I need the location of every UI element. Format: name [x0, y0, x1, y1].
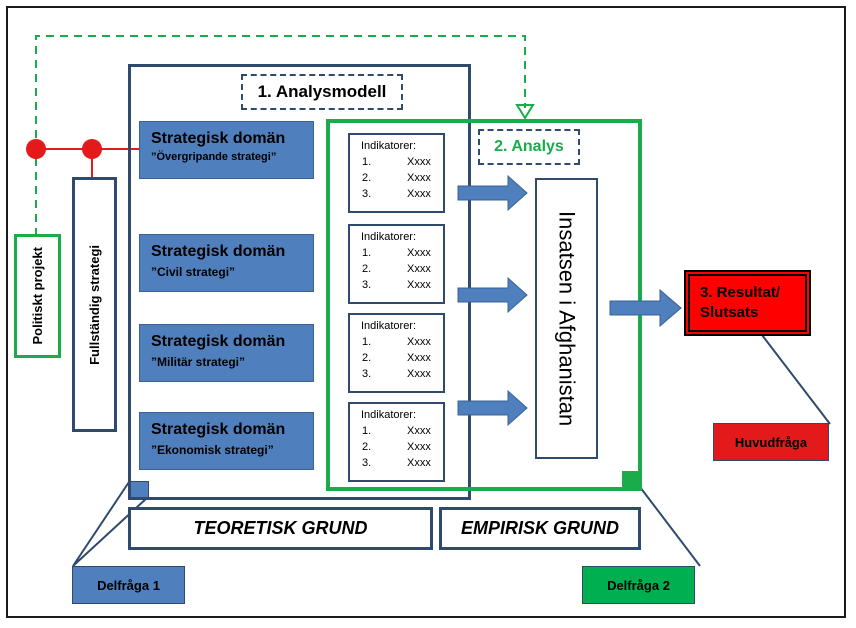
- arrow-right-icon: [609, 288, 682, 328]
- indicator-value: Xxxx: [407, 263, 431, 275]
- domain-subtitle: ”Militär strategi”: [151, 355, 246, 369]
- politiskt-projekt-box: Politiskt projekt: [14, 234, 61, 358]
- analys-corner-marker: [622, 471, 638, 487]
- indicator-row: 1. Xxxx: [350, 334, 443, 350]
- indicator-num: 1.: [362, 425, 372, 437]
- indicator-row: 2. Xxxx: [350, 261, 443, 277]
- empirisk-grund-label: EMPIRISK GRUND: [460, 518, 619, 538]
- delfraga2-box: Delfråga 2: [582, 566, 695, 604]
- indicator-value: Xxxx: [407, 352, 431, 364]
- indicator-box: Indikatorer: 1. Xxxx 2. Xxxx 3. Xxxx: [348, 402, 445, 482]
- indicator-value: Xxxx: [407, 188, 431, 200]
- delfraga1-label: Delfråga 1: [97, 577, 160, 593]
- indicator-value: Xxxx: [407, 247, 431, 259]
- indicator-value: Xxxx: [407, 336, 431, 348]
- indicator-row: 1. Xxxx: [350, 245, 443, 261]
- indicator-num: 3.: [362, 368, 372, 380]
- indicator-header: Indikatorer:: [361, 409, 417, 421]
- indicator-row: 2. Xxxx: [350, 170, 443, 186]
- empirisk-grund-box: EMPIRISK GRUND: [439, 507, 641, 550]
- red-dot-fullstandig: [82, 139, 102, 159]
- indicator-row: 1. Xxxx: [350, 423, 443, 439]
- indicator-value: Xxxx: [407, 172, 431, 184]
- indicator-row: 3. Xxxx: [350, 277, 443, 293]
- indicator-num: 3.: [362, 457, 372, 469]
- arrow-right-icon: [457, 389, 528, 427]
- indicator-value: Xxxx: [407, 457, 431, 469]
- analysmodell-label-box: 1. Analysmodell: [241, 74, 403, 110]
- teoretisk-grund-box: TEORETISK GRUND: [128, 507, 433, 550]
- indicator-row: 3. Xxxx: [350, 186, 443, 202]
- indicator-row: 3. Xxxx: [350, 455, 443, 471]
- teoretisk-grund-label: TEORETISK GRUND: [193, 518, 368, 538]
- domain-box-overgripande: Strategisk domän ”Övergripande strategi”: [139, 121, 314, 179]
- indicator-box: Indikatorer: 1. Xxxx 2. Xxxx 3. Xxxx: [348, 133, 445, 213]
- indicator-num: 2.: [362, 263, 372, 275]
- domain-subtitle: ”Övergripande strategi”: [151, 151, 277, 163]
- delfraga1-box: Delfråga 1: [72, 566, 185, 604]
- arrow-right-icon: [457, 276, 528, 314]
- indicator-box: Indikatorer: 1. Xxxx 2. Xxxx 3. Xxxx: [348, 224, 445, 304]
- huvudfraga-callout: [761, 334, 831, 425]
- indicator-num: 1.: [362, 156, 372, 168]
- indicator-num: 2.: [362, 352, 372, 364]
- indicator-header: Indikatorer:: [361, 231, 417, 243]
- indicator-num: 1.: [362, 247, 372, 259]
- domain-box-militar: Strategisk domän ”Militär strategi”: [139, 324, 314, 382]
- indicator-header: Indikatorer:: [361, 320, 417, 332]
- analysmodell-label: 1. Analysmodell: [257, 82, 387, 101]
- dashed-arrowhead: [515, 104, 535, 120]
- indicator-num: 2.: [362, 172, 372, 184]
- resultat-box: 3. Resultat/ Slutsats: [684, 270, 811, 336]
- indicator-num: 3.: [362, 188, 372, 200]
- delfraga2-callout: [639, 486, 701, 567]
- domain-box-civil: Strategisk domän ”Civil strategi”: [139, 234, 314, 292]
- indicator-row: 2. Xxxx: [350, 350, 443, 366]
- analys-label-box: 2. Analys: [478, 129, 580, 165]
- indicator-value: Xxxx: [407, 156, 431, 168]
- domain-title: Strategisk domän: [151, 333, 286, 350]
- indicator-value: Xxxx: [407, 441, 431, 453]
- indicator-num: 3.: [362, 279, 372, 291]
- indicator-header: Indikatorer:: [361, 140, 417, 152]
- domain-subtitle: ”Civil strategi”: [151, 265, 236, 279]
- huvudfraga-box: Huvudfråga: [713, 423, 829, 461]
- indicator-value: Xxxx: [407, 279, 431, 291]
- domain-subtitle: ”Ekonomisk strategi”: [151, 443, 274, 457]
- delfraga2-label: Delfråga 2: [607, 577, 670, 593]
- indicator-value: Xxxx: [407, 425, 431, 437]
- huvudfraga-label: Huvudfråga: [734, 434, 808, 450]
- indicator-value: Xxxx: [407, 368, 431, 380]
- domain-box-ekonomisk: Strategisk domän ”Ekonomisk strategi”: [139, 412, 314, 470]
- dashed-feedback-line: [35, 35, 526, 236]
- fullstandig-strategi-box: Fullständig strategi: [72, 177, 117, 432]
- indicator-num: 1.: [362, 336, 372, 348]
- indicator-row: 3. Xxxx: [350, 366, 443, 382]
- analysmodell-corner-marker: [131, 482, 148, 497]
- indicator-row: 1. Xxxx: [350, 154, 443, 170]
- analysmodell-box: [128, 64, 471, 500]
- red-dot-politiskt: [26, 139, 46, 159]
- resultat-label: 3. Resultat/ Slutsats: [700, 284, 781, 321]
- insatsen-box: Insatsen i Afghanistan: [535, 178, 598, 459]
- domain-title: Strategisk domän: [151, 243, 286, 260]
- analys-label: 2. Analys: [494, 138, 564, 155]
- domain-title: Strategisk domän: [151, 130, 286, 147]
- indicator-box: Indikatorer: 1. Xxxx 2. Xxxx 3. Xxxx: [348, 313, 445, 393]
- domain-title: Strategisk domän: [151, 421, 286, 438]
- indicator-row: 2. Xxxx: [350, 439, 443, 455]
- indicator-num: 2.: [362, 441, 372, 453]
- arrow-right-icon: [457, 174, 528, 212]
- insatsen-label: Insatsen i Afghanistan: [554, 210, 580, 427]
